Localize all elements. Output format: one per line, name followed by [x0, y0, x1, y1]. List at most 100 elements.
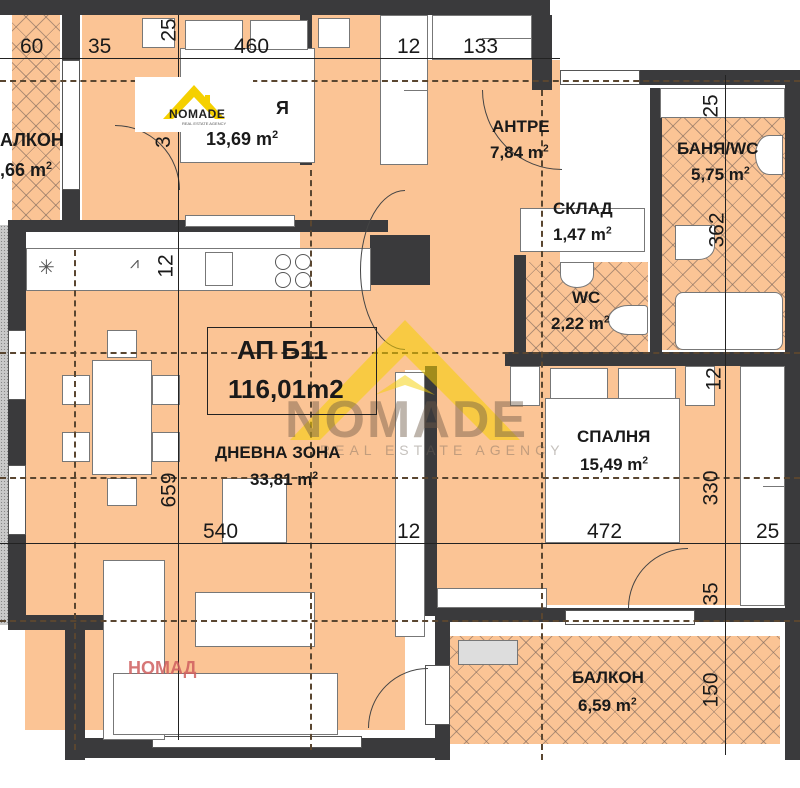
room-area-balcony-bottom-value: 6,59 m	[578, 696, 631, 715]
dim-12-kitchen: 12	[154, 254, 178, 278]
window-living-2	[8, 465, 26, 535]
bed1-pillow-right	[250, 20, 308, 50]
wall-living-bed2	[425, 366, 437, 616]
unit-sup: 2	[603, 314, 610, 326]
bath-sink	[755, 135, 783, 175]
axis-line-1	[0, 80, 800, 82]
dim-25-bath: 25	[699, 94, 723, 118]
wall-right	[785, 70, 800, 760]
room-name-storage: СКЛАД	[553, 199, 613, 218]
coffee-table	[195, 592, 315, 647]
dim-472: 472	[587, 520, 623, 543]
dim-659: 659	[157, 472, 181, 508]
dining-chair-left-1	[62, 375, 90, 405]
hood-icon: ⩘	[130, 255, 140, 272]
kitchen-counter	[26, 248, 371, 291]
window-antre-top	[560, 70, 640, 85]
unit-sup: 2	[272, 129, 279, 141]
window-living-balcony	[425, 665, 450, 725]
axis-line-3	[0, 477, 800, 479]
dim-133: 133	[463, 35, 499, 58]
room-area-antre: 7,84 m2	[490, 143, 549, 163]
room-area-living: 33,81 m2	[250, 470, 318, 490]
dining-chair-left-2	[62, 432, 90, 462]
axis-line-v3	[541, 90, 543, 760]
bath-toilet	[675, 225, 715, 260]
room-area-bedroom2-value: 15,49 m	[580, 455, 643, 474]
unit-sup: 2	[542, 143, 549, 155]
wall-bath-left	[650, 88, 662, 358]
apartment-id-box	[207, 327, 377, 415]
dimline-right	[725, 75, 726, 755]
window-bed1-balcony	[62, 60, 80, 190]
antre-wardrobe	[432, 15, 532, 60]
window-living-bottom	[152, 736, 362, 748]
axis-line-v2	[310, 170, 312, 750]
room-area-balcony-left: ,66 m2	[0, 160, 52, 181]
dim-60: 60	[20, 35, 44, 58]
room-area-bedroom1: 13,69 m2	[206, 129, 278, 150]
axis-line-4	[0, 620, 800, 622]
axis-line-v1	[74, 250, 76, 750]
dim-330: 330	[699, 470, 723, 506]
apartment-total-area: 116,01m2	[228, 374, 344, 404]
dining-chair-right-2	[152, 432, 180, 462]
wall-wc-bed2	[505, 352, 800, 366]
dim-540: 540	[203, 520, 239, 543]
tv-unit	[395, 372, 425, 637]
dim-150: 150	[699, 672, 723, 708]
armchair	[222, 478, 287, 543]
dim-460: 460	[234, 35, 270, 58]
dim-3-bed: 3	[151, 136, 175, 148]
unit-sup: 2	[605, 225, 612, 237]
room-area-balcony-bottom: 6,59 m2	[578, 696, 637, 716]
room-area-antre-value: 7,84 m	[490, 143, 543, 162]
room-area-storage-value: 1,47 m	[553, 225, 606, 244]
dining-chair-bottom	[107, 478, 137, 506]
bed1-nightstand	[142, 18, 175, 48]
unit-sup: 2	[46, 160, 53, 172]
bed2-desk	[437, 588, 547, 608]
window-bed2-balcony	[565, 610, 695, 625]
watermark-text-nomad: НОМАД	[128, 658, 197, 678]
wall-top-right	[640, 70, 800, 85]
unit-sup: 2	[630, 696, 637, 708]
wall-left-ext	[0, 225, 8, 625]
dim-12-bed2: 12	[702, 367, 726, 391]
bed1-wardrobe	[380, 15, 428, 165]
bathtub	[675, 292, 783, 350]
room-area-bedroom1-value: 13,69 m	[206, 129, 273, 149]
storage-shelves	[520, 208, 645, 252]
bed2-wardrobe	[740, 366, 785, 606]
unit-sup: 2	[642, 455, 649, 467]
room-name-balcony-left: АЛКОН	[0, 130, 64, 150]
dim-35-top: 35	[88, 35, 112, 58]
room-area-storage: 1,47 m2	[553, 225, 612, 245]
bed2-pillow-right	[618, 368, 676, 400]
logo-roof-icon	[163, 85, 225, 119]
room-name-living: ДНЕВНА ЗОНА	[215, 443, 341, 462]
room-area-bedroom2: 15,49 m2	[580, 455, 648, 475]
wall-top	[0, 0, 550, 15]
wc-sink	[560, 262, 594, 288]
bed1-nightstand-right	[318, 18, 350, 48]
dining-table	[92, 360, 152, 475]
logo-name: NOMADE	[169, 107, 226, 121]
dimline-left	[178, 15, 179, 740]
room-area-wc: 2,22 m2	[551, 314, 610, 334]
room-area-bath-value: 5,75 m	[691, 165, 744, 184]
dim-362: 362	[705, 212, 729, 248]
dim-12-mid: 12	[397, 520, 421, 543]
bed1-desk	[185, 215, 295, 227]
wall-living-bottom	[8, 615, 103, 630]
dim-25-top: 25	[157, 18, 181, 42]
watermark-roof	[290, 300, 520, 450]
sofa	[113, 673, 338, 735]
dim-35-right: 35	[699, 582, 723, 606]
room-name-antre: АНТРЕ	[492, 117, 550, 136]
bed1-pillow-left	[185, 20, 243, 50]
room-name-balcony-bottom: БАЛКОН	[572, 668, 644, 687]
fridge-icon: ✳	[38, 257, 55, 279]
dimline-top	[0, 58, 560, 59]
balcony-bench	[458, 640, 518, 665]
